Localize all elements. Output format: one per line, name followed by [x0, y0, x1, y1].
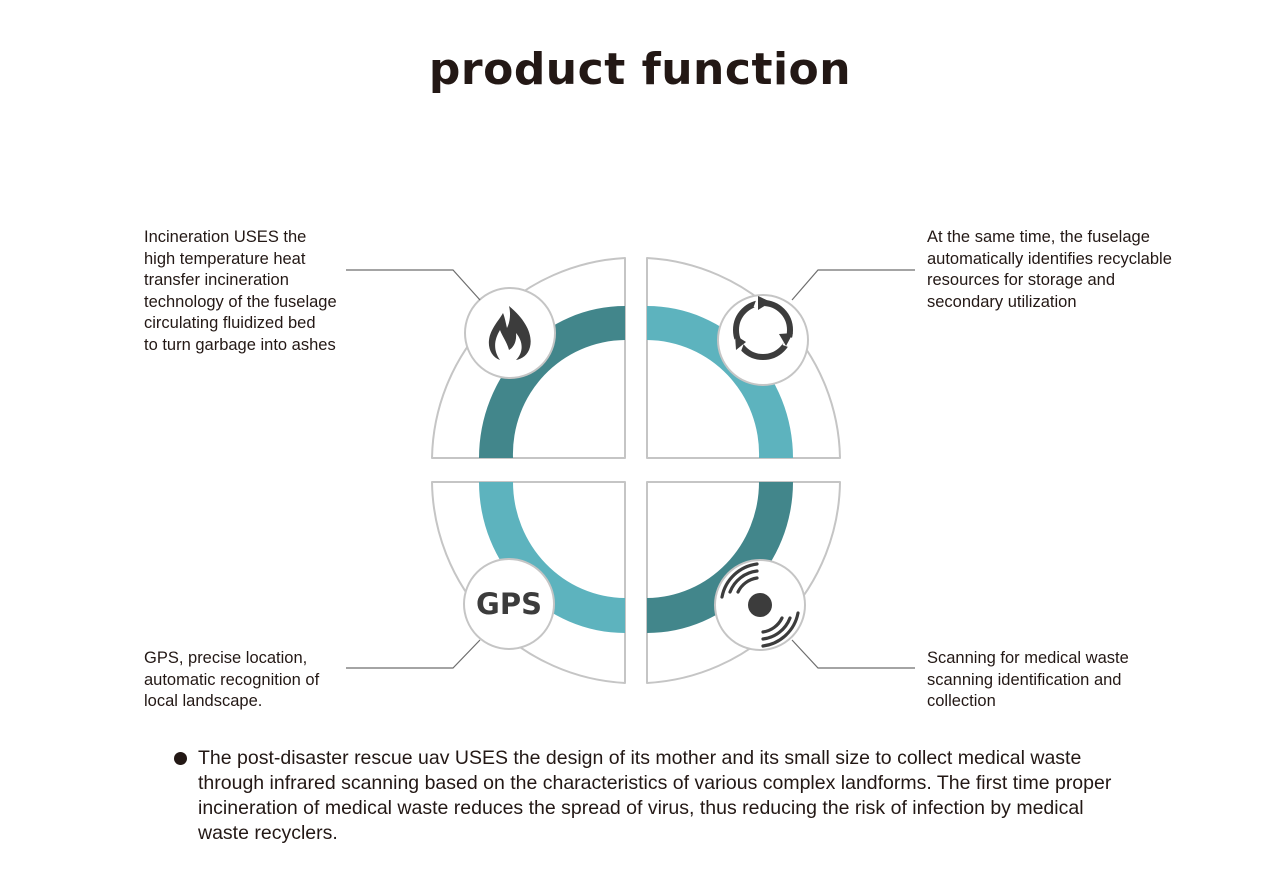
scanning-signal-icon — [720, 562, 800, 648]
summary-text: The post-disaster rescue uav USES the de… — [198, 747, 1112, 844]
ring-segment-top-right — [647, 306, 793, 458]
recycling-description: At the same time, the fuselage automatic… — [927, 228, 1172, 311]
leader-line-scanning — [791, 639, 915, 669]
leader-line-gps — [346, 639, 481, 669]
ring-segment-bottom-left — [479, 482, 625, 633]
scanning-description: Scanning for medical waste scanning iden… — [927, 649, 1129, 710]
bullet-dot — [174, 752, 187, 765]
leader-line-recycling — [791, 269, 915, 301]
leader-line-incineration — [346, 269, 481, 301]
icon-badge-gps — [463, 558, 555, 650]
ring-segment-top-left — [479, 306, 625, 458]
gps-icon-label: GPS — [476, 587, 542, 621]
incineration-description: Incineration USES the high temperature h… — [144, 228, 337, 354]
ring-segment-bottom-right — [647, 482, 793, 633]
flame-icon — [488, 306, 531, 360]
recycle-arrows-icon — [731, 296, 796, 360]
page-title: product function — [428, 44, 852, 95]
gps-description: GPS, precise location, automatic recogni… — [144, 649, 320, 710]
